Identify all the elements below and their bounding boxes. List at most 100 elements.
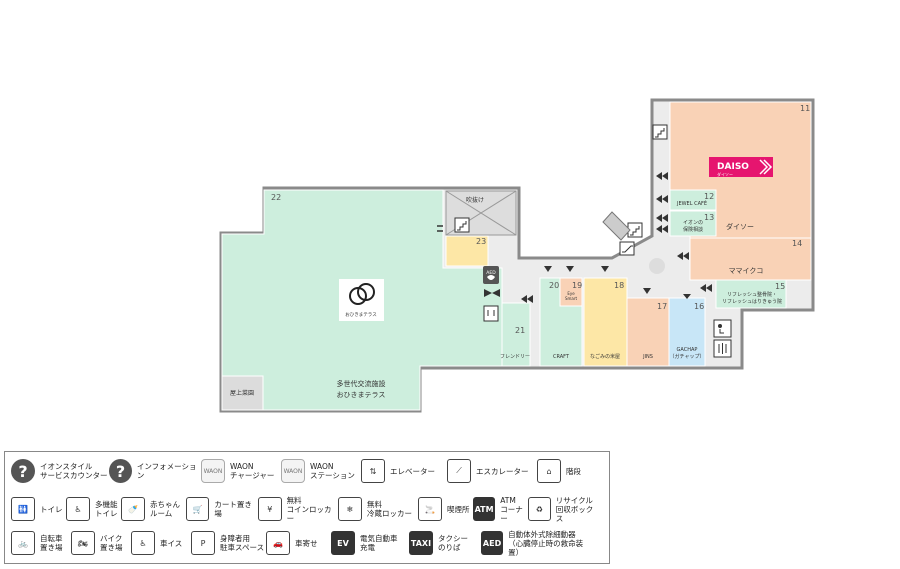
legend-label: ATM コーナー: [500, 495, 523, 523]
store-22-name-2: おひきまテラス: [337, 391, 386, 399]
legend-item: ¥無料 コインロッカー: [258, 496, 338, 523]
store-13-number: 13: [704, 213, 714, 222]
store-13-name: イオンの: [683, 220, 703, 226]
store-21-number: 21: [515, 326, 525, 335]
floor-map: DAISO ダイソー 11 12 13 14 15 16 17 18 19 20…: [219, 98, 815, 413]
wheelchair-icon: ♿: [131, 531, 155, 555]
legend-label: 電気自動車 充電: [360, 534, 398, 552]
legend-label: 車イス: [160, 538, 183, 548]
ev-charger-icon: EV: [331, 531, 355, 555]
legend-item: ⟋ エスカレーター: [447, 458, 537, 484]
ohikima-logo-caption: おひきまテラス: [345, 311, 377, 318]
legend-label: WAON チャージャー: [230, 462, 275, 480]
store-14-area: [689, 237, 812, 281]
store-16-name-2: （ガチャップ）: [670, 353, 705, 360]
legend-item: ?インフォメーション: [109, 458, 201, 484]
store-12-number: 12: [704, 192, 714, 201]
legend-item: ♿多機能 トイレ: [66, 496, 121, 522]
multipurpose-toilet-marker: [713, 319, 732, 338]
store-14-number: 14: [792, 239, 802, 248]
stairs-icon: [652, 124, 668, 140]
legend-item: ♻リサイクル 回収ボックス: [528, 495, 598, 523]
store-12-name: JEWEL CAFÉ: [676, 199, 707, 207]
void-label: 吹抜け: [466, 196, 484, 204]
store-20-number: 20: [549, 281, 559, 290]
store-21-name: フレンドリー: [500, 354, 530, 360]
legend-label: 喫煙所: [447, 504, 470, 514]
legend-label: リサイクル 回収ボックス: [555, 495, 594, 523]
legend-item: WAON WAON ステーション: [281, 458, 361, 484]
legend-label: インフォメーション: [136, 462, 197, 480]
pillar-marker: [649, 258, 665, 274]
legend-label: カート置き場: [214, 500, 252, 518]
rooftop-garden-label: 屋上菜園: [230, 389, 254, 397]
motorbike-parking-icon: 🏍: [71, 531, 95, 555]
store-22-number: 22: [271, 193, 281, 202]
elevator-icon: ⇅: [361, 459, 385, 483]
aed-marker: AED: [483, 266, 499, 284]
legend-label: 赤ちゃん ルーム: [150, 500, 180, 518]
store-12-area: [669, 189, 717, 211]
legend-item: 🚗車寄せ: [266, 530, 331, 556]
entrance-markers: [437, 172, 712, 303]
store-18-number: 18: [614, 281, 624, 290]
restroom-icon: 🚻: [11, 497, 35, 521]
rooftop-garden-area: [221, 375, 264, 411]
aed-icon: AED: [481, 531, 504, 555]
store-19-name: Eye: [567, 291, 575, 296]
information-counter-icon: ?: [11, 459, 35, 483]
store-17-number: 17: [657, 302, 667, 311]
aed-marker-label: AED: [486, 270, 496, 276]
legend-item: ⇅ エレベーター: [361, 458, 447, 484]
store-17-name: JINS: [642, 354, 653, 360]
cold-locker-icon: ❄: [338, 497, 362, 521]
waon-charger-icon: WAON: [201, 459, 225, 483]
coin-locker-icon: ¥: [258, 497, 282, 521]
smoking-area-icon: 🚬: [418, 497, 442, 521]
waon-station-icon: WAON: [281, 459, 305, 483]
store-15-name-2: リフレッシュはりきゅう院: [722, 298, 782, 305]
stairs-icon: ⌂: [537, 459, 561, 483]
escalator-icon: ⟋: [447, 459, 471, 483]
store-23-number: 23: [476, 237, 486, 246]
daiso-logo-text: DAISO: [717, 162, 749, 172]
escalator-icon: [602, 211, 635, 256]
legend-item: 🍼 赤ちゃん ルーム: [121, 496, 186, 522]
legend-item: 🚲自転車 置き場: [11, 530, 71, 556]
ohikima-terrace-logo: おひきまテラス: [339, 279, 384, 321]
store-19-name-2: Smart: [565, 296, 578, 301]
cart-icon: 🛒: [186, 497, 210, 521]
store-16-area: [668, 297, 706, 367]
legend-label: 無料 冷蔵ロッカー: [367, 500, 412, 518]
baby-room-icon: 🍼: [121, 497, 145, 521]
legend-item: ⌂ 階段: [537, 458, 587, 484]
store-20-name: CRAFT: [553, 354, 570, 360]
information-icon: ?: [109, 459, 132, 483]
legend-item: EV 電気自動車 充電: [331, 530, 409, 556]
legend-label: エスカレーター: [476, 466, 529, 476]
elevator-icon: [483, 305, 499, 322]
store-16-number: 16: [694, 302, 704, 311]
drop-off-icon: 🚗: [266, 531, 290, 555]
bicycle-parking-icon: 🚲: [11, 531, 35, 555]
legend-item: 🚬 喫煙所: [418, 496, 473, 522]
store-15-name: リフレッシュ整骨院・: [727, 291, 777, 298]
store-15-area: [715, 279, 787, 309]
legend-item: WAON WAON チャージャー: [201, 458, 281, 484]
store-23-area: [445, 235, 489, 267]
legend-label: エレベーター: [390, 466, 435, 476]
legend-label: トイレ: [40, 504, 63, 514]
legend-label: 階段: [566, 466, 581, 476]
store-15-number: 15: [775, 282, 785, 291]
legend-item: ♿ 車イス: [131, 530, 191, 556]
legend-label: 身障者用 駐車スペース: [220, 534, 265, 552]
stairs-icon-3: [454, 217, 470, 233]
legend-label: WAON ステーション: [310, 462, 355, 480]
taxi-icon: TAXI: [409, 531, 433, 555]
